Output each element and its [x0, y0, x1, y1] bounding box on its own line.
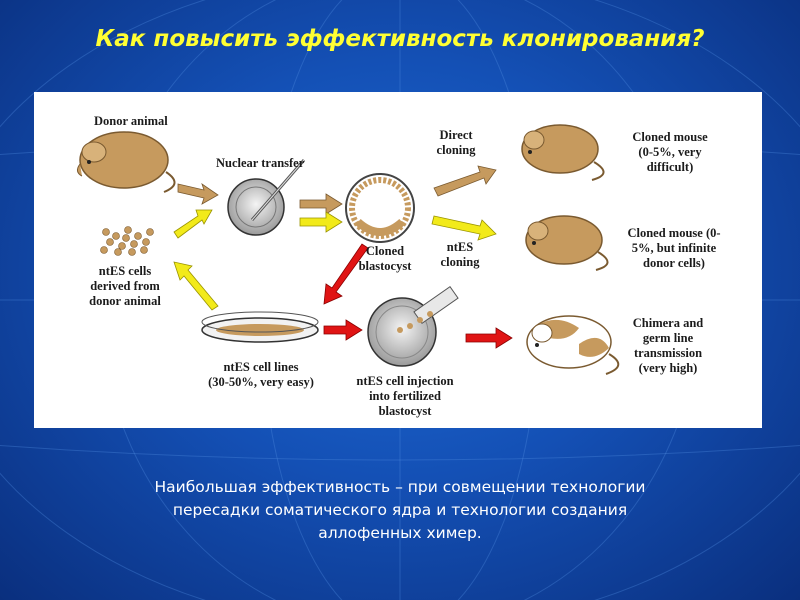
arrow-direct-cloning: [433, 165, 497, 197]
ntes-cells-icon: [100, 226, 154, 256]
arrow-lines-to-cells: [173, 261, 219, 311]
arrow-blastocyst-to-lines: [323, 243, 369, 305]
caption-line-3: аллофенных химер.: [318, 524, 482, 542]
ntes-cell-lines-dish-icon: [201, 311, 319, 343]
arrow-injection-to-chimera: [465, 327, 513, 349]
caption-line-2: пересадки соматического ядра и технологи…: [172, 501, 628, 519]
cloned-mouse-1-icon: [521, 124, 605, 181]
caption-line-1: Наибольшая эффективность – при совмещени…: [154, 478, 646, 496]
arrow-transfer-to-blastocyst-tan: [299, 193, 343, 215]
arrow-ntes-cloning: [431, 215, 497, 241]
slide-caption: Наибольшая эффективность – при совмещени…: [60, 476, 740, 545]
label-donor-animal: Donor animal: [94, 114, 168, 128]
slide-title: Как повысить эффективность клонирования?: [95, 26, 705, 52]
chimera-mouse-icon: [526, 315, 620, 375]
cloned-blastocyst-icon: [345, 173, 415, 243]
arrow-lines-to-injection: [323, 319, 363, 341]
arrow-transfer-to-blastocyst-yellow: [299, 211, 343, 233]
donor-mouse-icon: [76, 131, 176, 193]
injection-blastocyst-icon: [367, 285, 459, 367]
arrow-cells-to-transfer: [173, 209, 213, 239]
label-nuclear-transfer: Nuclear transfer: [216, 156, 305, 170]
cloned-mouse-2-icon: [525, 215, 609, 271]
arrow-donor-to-transfer: [177, 182, 219, 205]
diagram-graphics: [76, 124, 620, 375]
nuclear-transfer-dish-icon: [227, 159, 306, 236]
label-ntes-cell-lines: ntES cell lines(30-50%, very easy): [208, 360, 314, 389]
